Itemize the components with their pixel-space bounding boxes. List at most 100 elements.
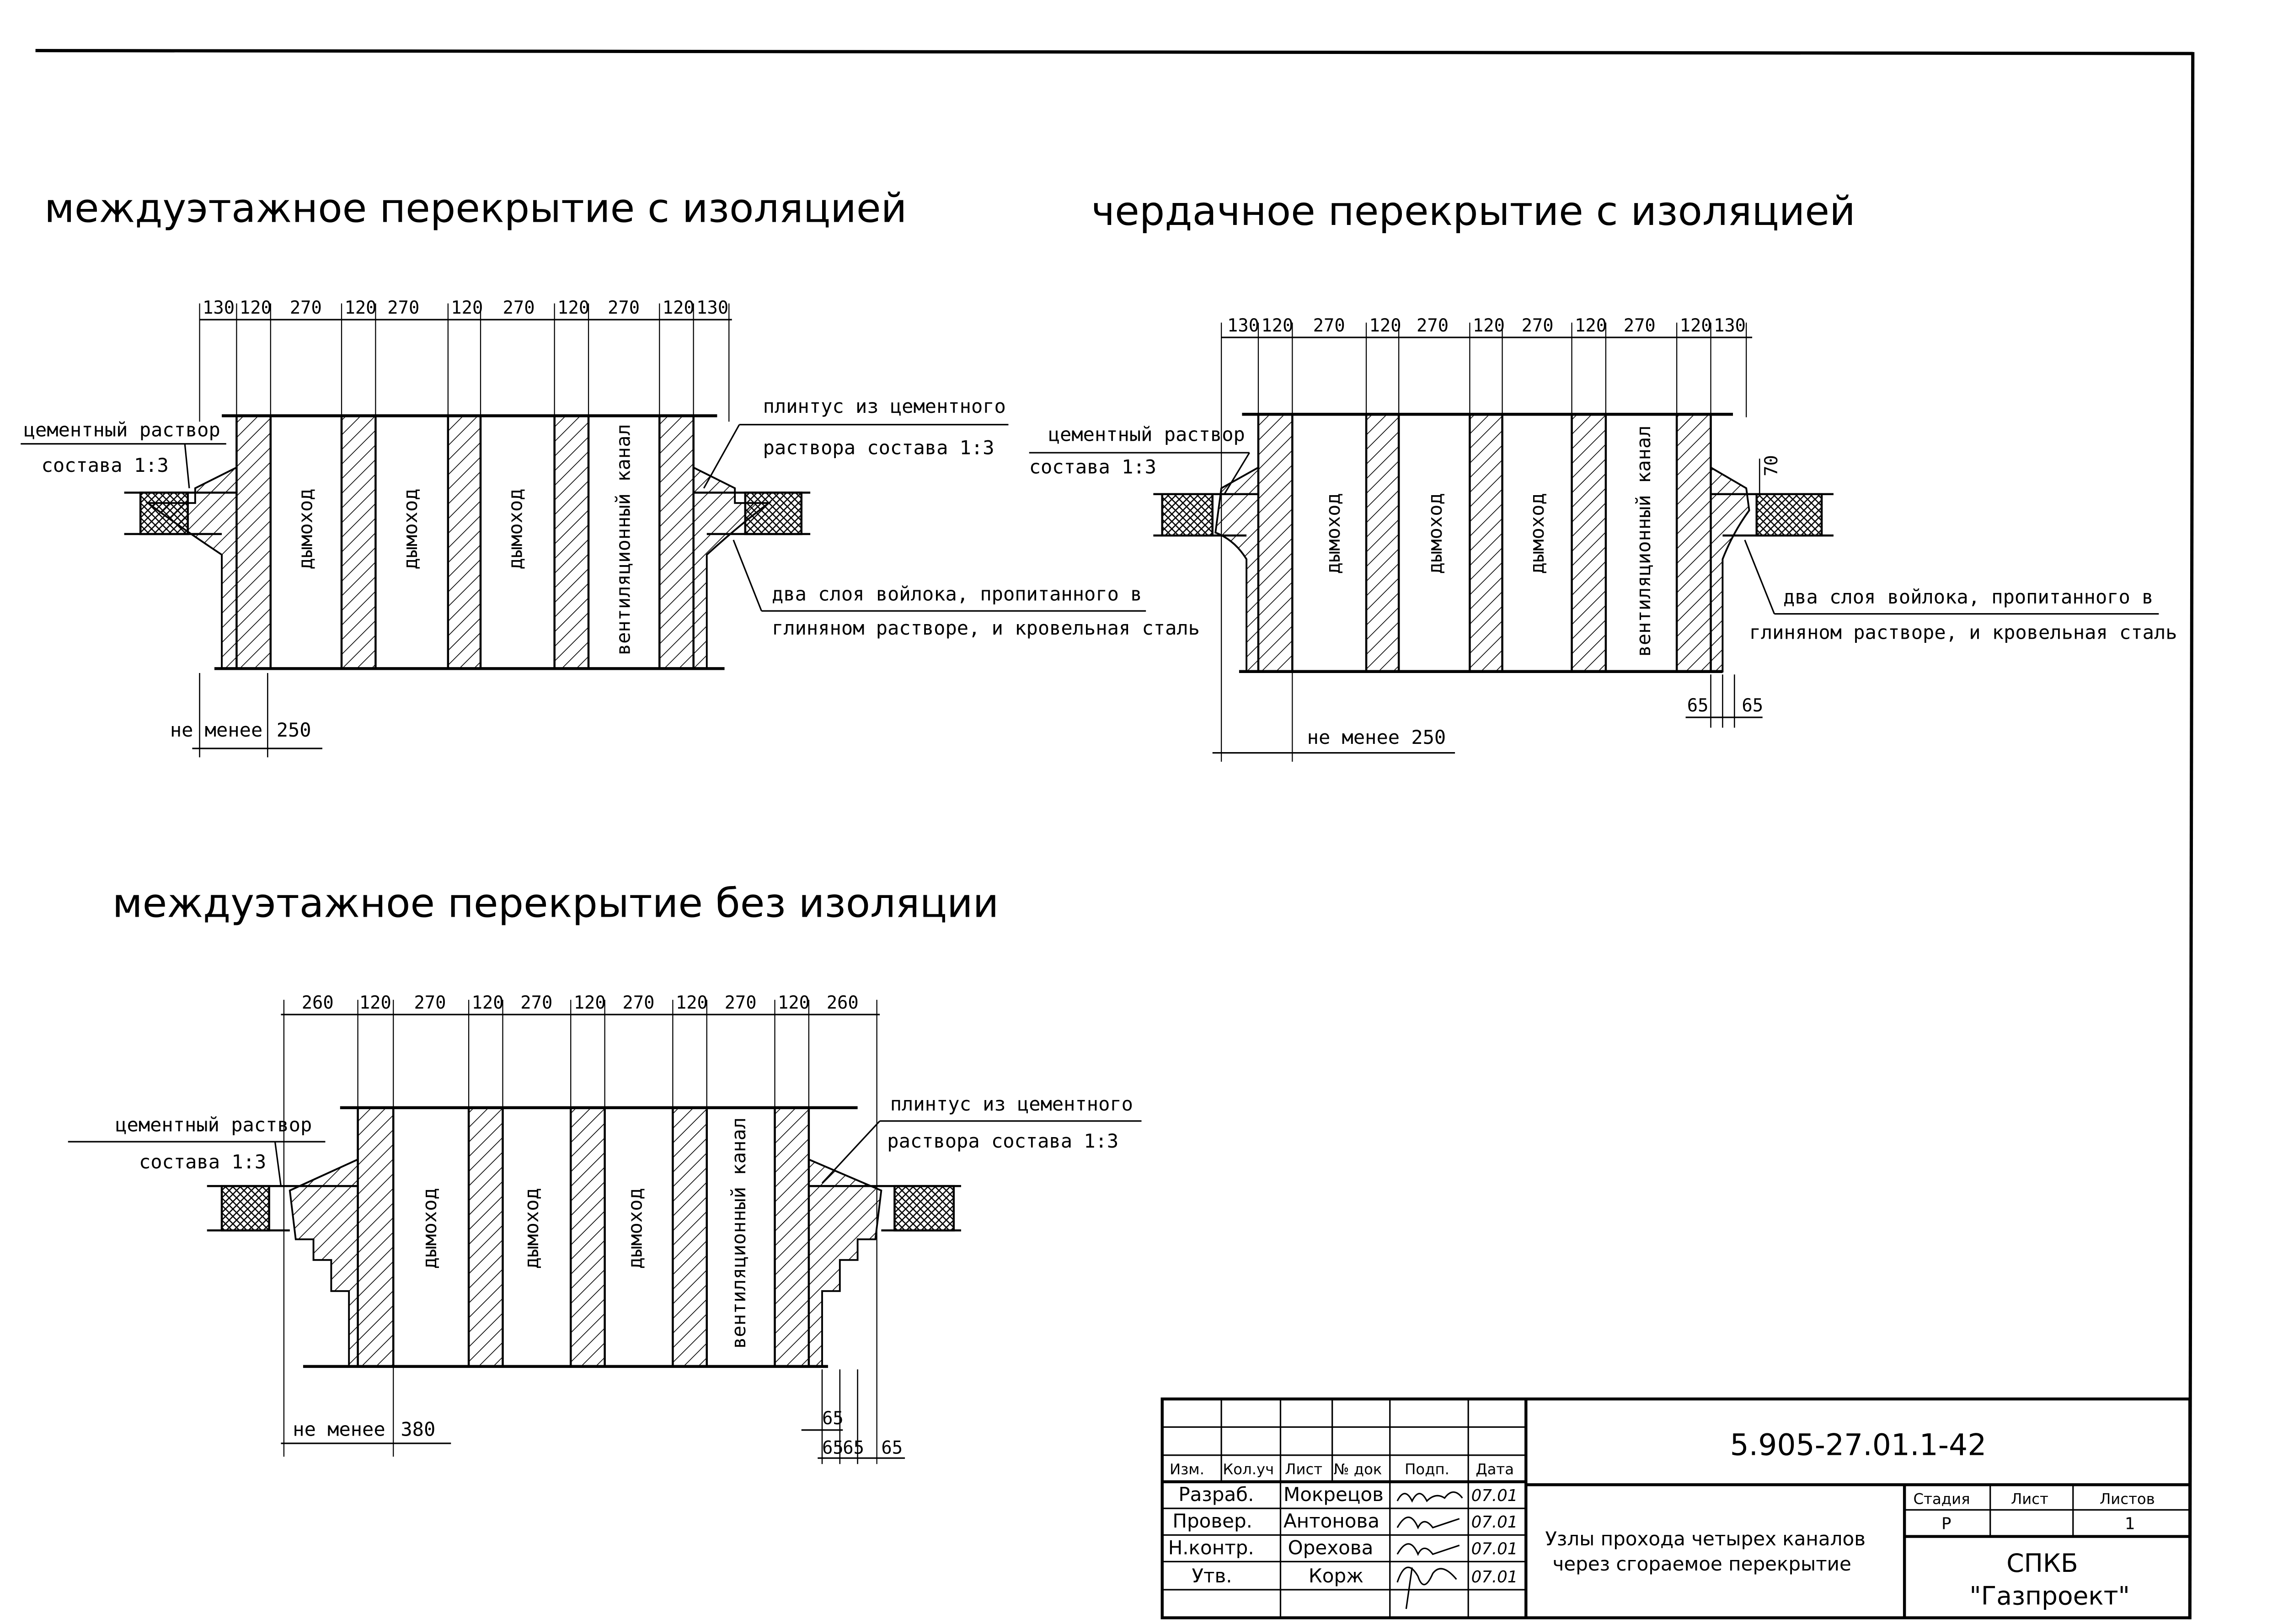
view-1-notes: цементный раствор состава 1:3 плинтус из… — [21, 395, 1200, 639]
wall — [672, 1106, 708, 1368]
view-2-dim: 270 — [1624, 315, 1656, 336]
signatures — [1396, 1491, 1463, 1609]
wall — [235, 415, 272, 670]
view-3-channel: вентиляционный канал — [727, 1117, 750, 1349]
dim-text: 65 — [1687, 695, 1709, 716]
view-3-dim: 260 — [827, 993, 859, 1013]
view-3-dim: 260 — [302, 993, 334, 1013]
note-text: два слоя войлока, пропитанного в — [772, 583, 1142, 605]
wall — [1675, 413, 1712, 673]
view-1-dim: 120 — [240, 298, 272, 318]
stamp-date: 07.01 — [1471, 1513, 1518, 1532]
stamp-code: 5.905-27.01.1-42 — [1730, 1428, 1987, 1463]
note-text: два слоя войлока, пропитанного в — [1783, 586, 2153, 608]
view-2-channel: дымоход — [1424, 493, 1446, 574]
dim-text: 250 — [277, 719, 311, 741]
insulation — [744, 491, 802, 535]
view-3-dim: 120 — [472, 993, 504, 1013]
wall — [467, 1106, 504, 1368]
wall — [658, 415, 695, 670]
view-1-dim: 120 — [344, 298, 376, 318]
note-text: глиняном растворе, и кровельная сталь — [772, 617, 1200, 639]
dim-text: не менее — [293, 1418, 385, 1441]
view-2-dim: 120 — [1575, 315, 1607, 336]
insulation — [139, 491, 189, 535]
wall — [1571, 413, 1607, 673]
wall — [1257, 413, 1294, 673]
stamp-role: Утв. — [1192, 1565, 1232, 1587]
view-1-dim: 120 — [557, 298, 589, 318]
view-3-title: междуэтажное перекрытие без изоляции — [112, 880, 999, 927]
view-3-bottom-dim: не менее 380 65 65 65 65 — [281, 1369, 905, 1464]
dim-text: 65 — [881, 1437, 903, 1458]
view-3-notes: цементный раствор состава 1:3 плинтус из… — [68, 1093, 1142, 1186]
view-1-title: междуэтажное перекрытие с изоляцией — [44, 185, 907, 232]
note-text: состава 1:3 — [139, 1150, 266, 1173]
stamp-description: через сгораемое перекрытие — [1552, 1553, 1851, 1575]
view-3: междуэтажное перекрытие без изоляции 260… — [68, 880, 1142, 1464]
view-1-channel: дымоход — [294, 489, 316, 570]
view-2: чердачное перекрытие с изоляцией 130 120… — [1029, 188, 2177, 762]
stamp-role: Разраб. — [1178, 1483, 1254, 1506]
stamp-role: Н.контр. — [1168, 1536, 1254, 1559]
view-2-dim: 130 — [1714, 315, 1746, 336]
view-2-title: чердачное перекрытие с изоляцией — [1091, 188, 1855, 235]
view-3-stack: дымоход дымоход дымоход вентиляционный к… — [207, 1106, 961, 1368]
view-1-dim: 270 — [608, 298, 640, 318]
note-text: плинтус из цементного — [763, 395, 1006, 417]
wall — [553, 415, 590, 670]
stamp-org: СПКБ — [2006, 1549, 2078, 1578]
stamp-sheets-label: Листов — [2100, 1490, 2155, 1507]
view-3-channel: дымоход — [520, 1188, 543, 1269]
view-2-dim: 120 — [1261, 315, 1293, 336]
wall — [357, 1106, 395, 1368]
note-text: раствора состава 1:3 — [763, 436, 994, 459]
view-2-channel: дымоход — [1322, 493, 1344, 574]
sheet-frame — [35, 49, 2195, 1619]
view-2-notes: цементный раствор состава 1:3 два слоя в… — [1029, 423, 2177, 643]
view-1-dim: 130 — [203, 298, 235, 318]
note-text: раствора состава 1:3 — [887, 1130, 1118, 1152]
note-text: состава 1:3 — [42, 454, 169, 476]
note-text: цементный раствор — [115, 1114, 312, 1136]
note-text: состава 1:3 — [1029, 455, 1156, 478]
stamp-header: Дата — [1476, 1461, 1514, 1478]
view-3-dim: 270 — [725, 993, 757, 1013]
view-3-dim: 120 — [778, 993, 810, 1013]
view-1: междуэтажное перекрытие с изоляцией 130 … — [21, 185, 1200, 758]
view-2-bottom-dim: не менее 250 65 65 — [1212, 674, 1763, 754]
view-3-dim: 270 — [414, 993, 446, 1013]
view-2-dim: 270 — [1522, 315, 1554, 336]
view-3-dim: 120 — [574, 993, 606, 1013]
view-3-dim-line: 260 120 270 120 270 120 270 120 270 120 … — [281, 993, 880, 1464]
view-3-channel: дымоход — [418, 1188, 441, 1269]
insulation — [893, 1185, 955, 1232]
stamp-description: Узлы прохода четырех каналов — [1545, 1528, 1866, 1550]
dim-text: 380 — [401, 1418, 435, 1441]
stamp-name: Антонова — [1283, 1510, 1379, 1532]
stamp-header: № док — [1334, 1461, 1382, 1478]
view-1-stack: дымоход дымоход дымоход вентиляционный к… — [124, 414, 811, 670]
stamp-sheet-label: Лист — [2011, 1490, 2048, 1507]
stamp-header: Кол.уч — [1223, 1461, 1274, 1478]
note-text: плинтус из цементного — [890, 1093, 1133, 1115]
view-1-channel: дымоход — [504, 489, 527, 570]
view-1-dim: 270 — [387, 298, 419, 318]
dim-text: не менее — [170, 719, 262, 741]
stamp-sheets: 1 — [2125, 1514, 2135, 1533]
dim-text: 65 — [822, 1408, 844, 1429]
view-2-channel: вентиляционный канал — [1632, 426, 1655, 657]
dim-text: не менее 250 — [1307, 726, 1446, 748]
stamp-name: Мокрецов — [1283, 1483, 1384, 1506]
stamp-date: 07.01 — [1471, 1568, 1518, 1587]
view-1-channel: дымоход — [399, 489, 422, 570]
view-3-dim: 270 — [622, 993, 654, 1013]
view-2-dim: 130 — [1227, 315, 1259, 336]
view-1-dim: 130 — [696, 298, 728, 318]
stamp-date: 07.01 — [1471, 1486, 1518, 1505]
note-text: цементный раствор — [1048, 423, 1245, 445]
view-2-dim: 270 — [1417, 315, 1449, 336]
view-1-dim: 270 — [290, 298, 322, 318]
view-1-dim: 120 — [663, 298, 695, 318]
